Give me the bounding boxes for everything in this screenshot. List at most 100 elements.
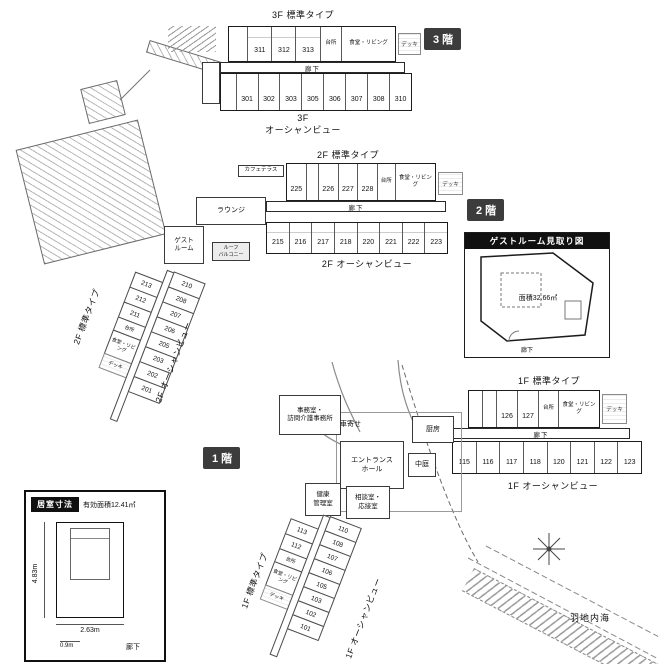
room-cell: 302	[258, 74, 281, 110]
coast-dashed-line	[467, 557, 658, 660]
kitchen-cell: 台所	[321, 27, 343, 61]
floor3-ocean-strip: 301 302 303 305 306 307 308 310	[220, 73, 412, 111]
floor1-deck: デッキ	[602, 394, 627, 424]
dimension-width-label: 2.63m	[80, 627, 100, 634]
health-line2: 管理室	[313, 499, 333, 507]
room-cell: 120	[547, 442, 572, 473]
office-room: 事務室・ 訪問介護事務所	[279, 395, 341, 435]
office-line2: 訪問介護事務所	[287, 415, 333, 422]
guest-plan-drawing	[480, 252, 594, 342]
floor1-badge: 1階	[203, 447, 241, 469]
room-cell: 313	[296, 27, 321, 61]
coastline-band	[461, 568, 658, 664]
room-cell: 305	[302, 74, 325, 110]
roof-outline-annex	[80, 79, 126, 125]
room-cell: 126	[497, 391, 518, 427]
room-cell: 127	[518, 391, 539, 427]
entrance-line2: ホール	[361, 466, 383, 473]
annex-connector-line	[119, 69, 151, 101]
room-cell: 123	[618, 442, 641, 473]
guest-plan-bath	[564, 300, 582, 320]
room-cell: 301	[236, 74, 259, 110]
room-cell: 122	[594, 442, 619, 473]
room-cell: 308	[368, 74, 391, 110]
dining-cell: 食堂・リビング	[398, 174, 432, 188]
dimension-bed	[70, 528, 110, 580]
roof-balcony: ルーフ バルコニー	[212, 242, 250, 261]
guest-plan-door-arc	[508, 330, 520, 342]
lounge: ラウンジ	[196, 197, 266, 225]
room-cell: 226	[318, 164, 339, 200]
consult-room: 相談室・ 応接室	[346, 486, 390, 519]
kitchen-cell: 台所	[378, 164, 396, 200]
floor3-deck: デッキ	[398, 33, 421, 55]
floor2-ocean-strip: 215 216 217 218 220 221 222 223	[266, 222, 448, 254]
dimension-room-rect	[56, 522, 124, 618]
wing-1f: 113 112 台所 食堂・リビング デッキ 110 108 107 106 1…	[242, 504, 389, 664]
health-line1: 健康	[316, 491, 330, 499]
floor3-standard-strip: 311 312 313 台所 食堂・リビング	[228, 26, 396, 62]
kitchen-room: 厨房	[412, 416, 454, 443]
floor1-standard-label: 1F 標準タイプ	[517, 376, 580, 386]
guest-room-line1: ゲスト	[174, 236, 194, 244]
room-cell: 311	[248, 27, 273, 61]
room-cell: 222	[402, 223, 426, 253]
dimension-area: 有効面積12.41㎡	[83, 501, 136, 509]
health-room: 健康 管理室	[305, 483, 341, 516]
utility-cell	[483, 391, 497, 427]
entrance-building-outline	[336, 412, 462, 512]
room-cell: 221	[380, 223, 403, 253]
floor2-standard-strip: 225 226 227 228 台所 食堂・リビング	[286, 163, 436, 201]
room-cell: 117	[500, 442, 524, 473]
guest-plan-area: 面積32.66㎡	[518, 295, 558, 302]
floor2-ocean-label: 2F オーシャンビュー	[321, 259, 413, 269]
porch-label: 車寄せ	[340, 421, 361, 428]
room-cell: 121	[571, 442, 595, 473]
courtyard: 中庭	[408, 453, 436, 477]
utility-cell	[229, 27, 249, 61]
entrance-line1: エントランス	[351, 456, 393, 464]
room-cell: 227	[338, 164, 359, 200]
floor3-corridor: 廊下	[220, 62, 405, 73]
compass-icon	[533, 533, 565, 565]
dining-cell: 食堂・リビング	[562, 401, 596, 415]
dimension-box: 居室寸法 有効面積12.41㎡ 4.83m 2.63m 0.9m 廊下	[24, 490, 166, 662]
floor3-standard-label: 3F 標準タイプ	[271, 10, 334, 20]
floor3-badge: 3階	[424, 28, 462, 50]
dimension-width-line	[56, 624, 124, 625]
guest-plan-bed-dashed	[500, 272, 542, 308]
dimension-door-label: 0.9m	[60, 643, 74, 649]
room-cell: 115	[453, 442, 477, 473]
wing-2f-standard-label: 2F 標準タイプ	[71, 287, 102, 346]
floor2-standard-label: 2F 標準タイプ	[316, 150, 379, 160]
floor2-corridor: 廊下	[266, 201, 446, 212]
roof-balcony-line2: バルコニー	[218, 251, 244, 258]
guest-plan-corridor: 廊下	[521, 348, 534, 354]
room-cell: 118	[523, 442, 548, 473]
roof-outline-main	[15, 119, 167, 265]
stairs-hatch	[168, 26, 216, 52]
room-cell: 310	[390, 74, 412, 110]
guest-room-line2: ルーム	[174, 245, 194, 252]
office-line1: 事務室・	[297, 406, 323, 414]
room-cell: 312	[272, 27, 297, 61]
guest-plan-outline	[480, 252, 594, 342]
floor1-standard-strip: 126 127 台所 食堂・リビング	[468, 390, 600, 428]
floor1-corridor: 廊下	[452, 428, 630, 439]
room-cell: 216	[289, 223, 313, 253]
floor3-ocean-line1: 3F	[297, 113, 309, 123]
guest-plan-box: ゲストルーム見取り図 面積32.66㎡ 廊下	[464, 232, 610, 358]
roof-balcony-line1: ルーフ	[223, 245, 239, 251]
consult-line2: 応接室	[358, 502, 378, 510]
room-cell: 303	[280, 74, 303, 110]
dimension-depth-label: 4.83m	[32, 563, 40, 584]
room-cell: 306	[324, 74, 347, 110]
floor1-ocean-strip: 115 116 117 118 120 121 122 123	[452, 441, 642, 474]
room-cell: 307	[346, 74, 369, 110]
utility-cell	[469, 391, 483, 427]
floor3-ocean-line2: オーシャンビュー	[265, 125, 341, 135]
wing-2f: 213 212 211 台所 食堂・リビング デッキ 210 208 207 2…	[83, 259, 234, 444]
guest-room: ゲスト ルーム	[164, 226, 204, 264]
dimension-title: 居室寸法	[31, 497, 79, 512]
